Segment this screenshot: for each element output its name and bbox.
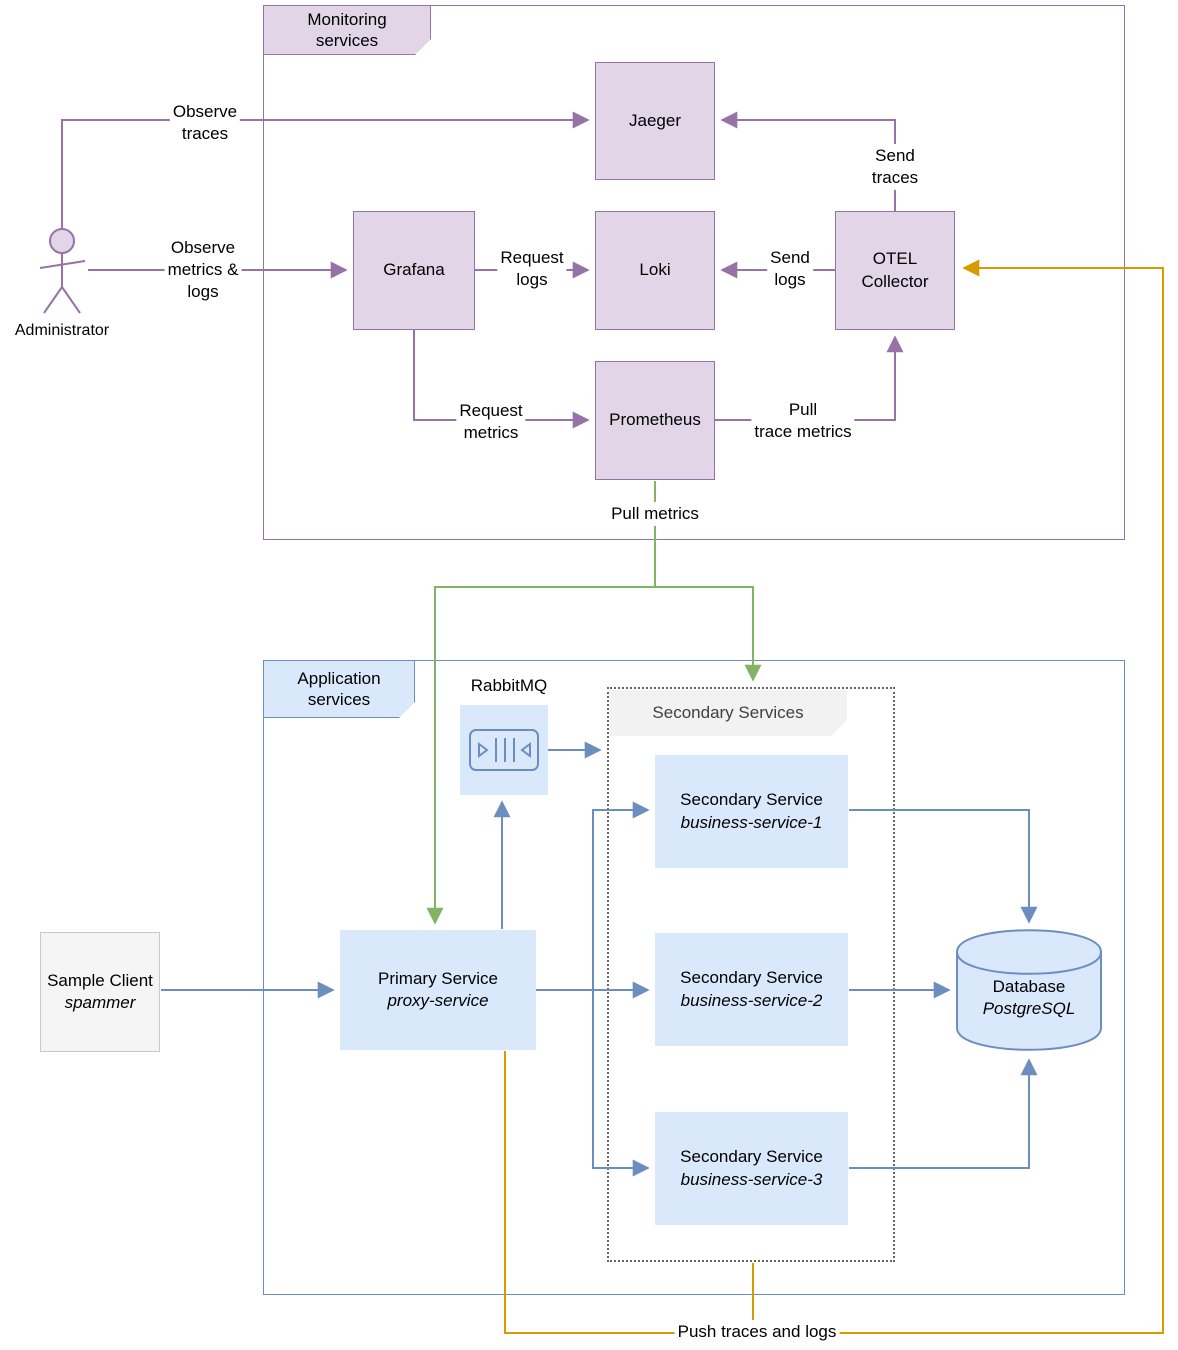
edge-service3-to-db	[849, 1058, 1038, 1169]
secondary-service-3-title: Secondary Service	[680, 1147, 823, 1167]
node-rabbitmq	[460, 705, 548, 795]
node-loki: Loki	[595, 211, 715, 330]
node-database-label: Database PostgreSQL	[957, 958, 1101, 1038]
secondary-service-1-subtitle: business-service-1	[680, 812, 823, 832]
node-secondary-service-3: Secondary Service business-service-3	[655, 1112, 848, 1225]
node-secondary-service-2: Secondary Service business-service-2	[655, 933, 848, 1046]
primary-service-title: Primary Service	[378, 968, 498, 988]
edge-request-metrics	[413, 330, 590, 429]
queue-icon	[469, 729, 539, 771]
sample-client-title: Sample Client	[47, 970, 153, 990]
sample-client-subtitle: spammer	[64, 993, 136, 1012]
node-secondary-service-1: Secondary Service business-service-1	[655, 755, 848, 868]
node-primary-service: Primary Service proxy-service	[340, 930, 536, 1050]
database-subtitle: PostgreSQL	[982, 999, 1076, 1018]
node-otel-collector: OTEL Collector	[835, 211, 955, 330]
node-jaeger: Jaeger	[595, 62, 715, 180]
edge-push-traces-logs	[504, 259, 1164, 1334]
edge-pull-metrics-to-secondary	[655, 586, 762, 682]
monitoring-services-group	[263, 5, 1125, 540]
monitoring-services-tab: Monitoring services	[263, 5, 431, 55]
secondary-service-1-title: Secondary Service	[680, 790, 823, 810]
edge-observe-traces	[61, 111, 590, 229]
edge-pull-metrics-to-primary	[426, 586, 655, 925]
node-grafana: Grafana	[353, 211, 475, 330]
secondary-services-group	[607, 687, 895, 1262]
secondary-service-2-title: Secondary Service	[680, 968, 823, 988]
secondary-service-3-subtitle: business-service-3	[680, 1169, 823, 1189]
node-prometheus: Prometheus	[595, 361, 715, 480]
application-services-tab: Application services	[263, 660, 415, 718]
database-title: Database	[992, 976, 1066, 996]
application-services-group	[263, 660, 1125, 1295]
secondary-service-2-subtitle: business-service-2	[680, 990, 823, 1010]
edge-service1-to-db	[849, 809, 1038, 924]
administrator-figure	[39, 228, 86, 314]
node-sample-client: Sample Client spammer	[40, 932, 160, 1052]
edge-primary-to-service1	[592, 801, 650, 990]
database-cylinder	[956, 929, 1102, 1051]
secondary-services-tab: Secondary Services	[609, 690, 847, 736]
edge-primary-to-service3	[592, 990, 650, 1177]
primary-service-subtitle: proxy-service	[387, 991, 489, 1010]
